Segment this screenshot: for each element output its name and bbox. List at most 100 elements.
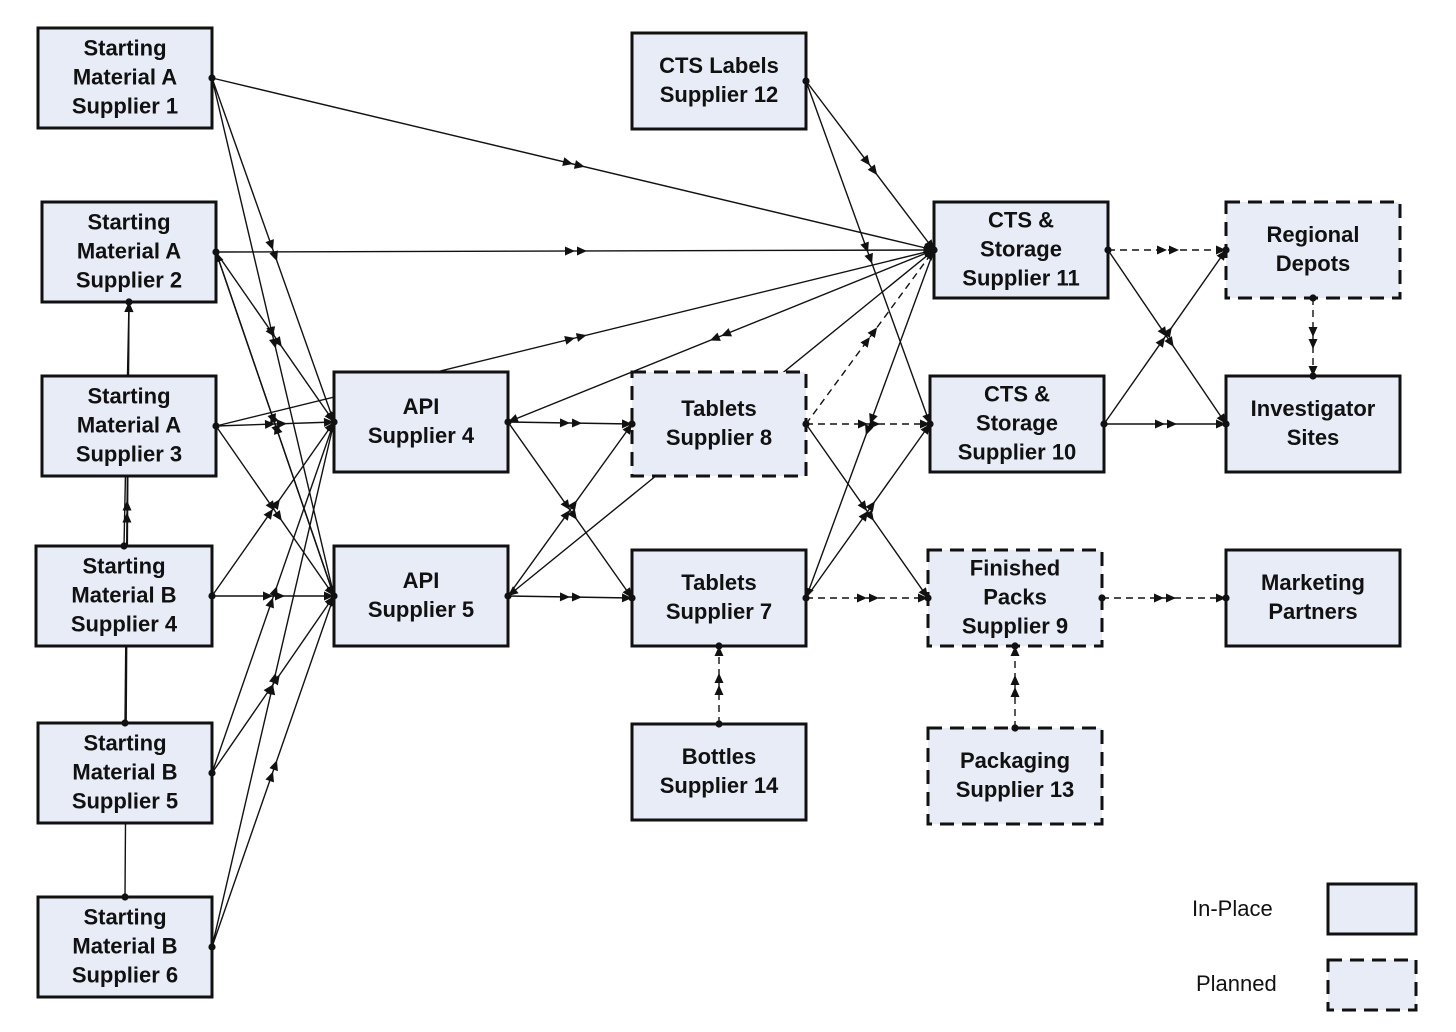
edge-end-arrow-20 xyxy=(621,593,632,603)
edge-end-arrow-24 xyxy=(508,586,519,596)
edge-mid-arrow-7 xyxy=(264,419,275,429)
node-label-line: Supplier 6 xyxy=(72,963,178,988)
connector-dot xyxy=(802,77,810,85)
node-label-line: Starting xyxy=(87,384,170,409)
connector-dot xyxy=(212,422,220,430)
node-label-line: Supplier 10 xyxy=(958,440,1077,465)
node-label-line: Finished xyxy=(970,556,1060,581)
connector-dot xyxy=(121,893,129,901)
edge-mid-arrow-40 xyxy=(1010,687,1020,697)
edge-mid-arrow-b-40 xyxy=(1010,675,1020,685)
legend-in-place-swatch xyxy=(1326,882,1418,936)
node-box xyxy=(36,26,214,130)
edge-mid-arrow-22 xyxy=(273,424,283,435)
edge-mid-arrow-9 xyxy=(263,509,273,520)
edge-mid-arrow-34 xyxy=(1157,245,1167,255)
node-label-line: Supplier 5 xyxy=(72,789,178,814)
node-label-line: Supplier 14 xyxy=(660,773,779,798)
connector-dot xyxy=(1222,420,1230,428)
edge-mid-arrow-b-16 xyxy=(269,760,278,772)
edge-mid-arrow-26 xyxy=(860,241,869,253)
edge-end-arrow-39 xyxy=(1216,593,1226,603)
node-label-line: Starting xyxy=(82,554,165,579)
node-label-line: Material A xyxy=(77,413,181,438)
node-box xyxy=(630,370,808,478)
connector-dot xyxy=(121,719,129,727)
edge-mid-arrow-b-22 xyxy=(270,412,279,424)
edge-mid-arrow-31 xyxy=(858,511,868,522)
node-label-line: Material B xyxy=(72,760,177,785)
node-label-line: Regional xyxy=(1267,222,1360,247)
edge-mid-arrow-b-12 xyxy=(269,586,278,598)
edge-mid-arrow-23 xyxy=(721,328,732,337)
node-label-line: CTS & xyxy=(984,382,1050,407)
node-label-line: Starting xyxy=(87,210,170,235)
connector-dot xyxy=(628,420,636,428)
node-label-line: Bottles xyxy=(682,744,757,769)
edge-mid-arrow-12 xyxy=(265,597,274,609)
edge-end-arrow-18 xyxy=(621,419,632,429)
edge-mid-arrow-0 xyxy=(562,157,573,167)
connector-dot xyxy=(924,594,932,602)
connector-dot xyxy=(208,592,216,600)
node-box xyxy=(630,31,808,131)
edge-mid-arrow-b-3 xyxy=(576,246,587,256)
edge-mid-arrow-b-0 xyxy=(573,160,585,169)
node-box xyxy=(1224,548,1402,648)
edge-mid-arrow-36 xyxy=(1155,419,1165,429)
node-label-line: Supplier 8 xyxy=(666,425,772,450)
edge-mid-arrow-16 xyxy=(265,771,274,783)
edge-end-arrow-27 xyxy=(920,419,930,429)
edge-mid-arrow-b-9 xyxy=(270,499,280,510)
edge-mid-arrow-b-26 xyxy=(864,252,873,264)
edge-end-arrow-17 xyxy=(124,302,134,313)
node-label-line: Partners xyxy=(1268,599,1357,624)
node-box xyxy=(1224,374,1402,474)
node-label-line: Material A xyxy=(77,239,181,264)
legend-in-place-label: In-Place xyxy=(1192,896,1273,921)
node-label-line: Sites xyxy=(1287,425,1340,450)
node-box xyxy=(36,721,214,825)
connector-dot xyxy=(330,418,338,426)
connector-dot xyxy=(1011,642,1019,650)
edge-mid-arrow-b-39 xyxy=(1166,593,1176,603)
connector-dot xyxy=(1100,420,1108,428)
dots-layer xyxy=(120,74,1317,951)
node-box xyxy=(630,548,808,648)
edge-mid-arrow-b-18 xyxy=(571,418,582,428)
edge-mid-arrow-b-35 xyxy=(1164,336,1174,347)
connector-dot xyxy=(208,769,216,777)
node-label-line: Starting xyxy=(83,905,166,930)
node-label-line: Supplier 3 xyxy=(76,442,182,467)
edge-mid-arrow-30 xyxy=(857,593,867,603)
edge-end-arrow-30 xyxy=(918,593,928,603)
edge-mid-arrow-b-25 xyxy=(867,164,878,176)
edge-mid-arrow-27 xyxy=(858,419,868,429)
connector-dot xyxy=(1309,294,1317,302)
edge-mid-arrow-19 xyxy=(560,499,570,510)
node-label-line: Packaging xyxy=(960,748,1070,773)
node-label-line: Supplier 2 xyxy=(76,268,182,293)
node-box xyxy=(630,722,808,822)
connector-dot xyxy=(504,418,512,426)
edge-mid-arrow-b-33 xyxy=(714,673,724,683)
node-label-line: CTS & xyxy=(988,208,1054,233)
edge-end-arrow-40 xyxy=(1010,646,1020,656)
node-label-line: API xyxy=(403,568,440,593)
connector-dot xyxy=(715,720,723,728)
connector-dot xyxy=(802,420,810,428)
edge-mid-arrow-33 xyxy=(714,685,724,695)
connector-dot xyxy=(926,420,934,428)
node-label-line: Tablets xyxy=(681,396,756,421)
node-label-line: Material B xyxy=(72,934,177,959)
node-label-line: Material A xyxy=(73,65,177,90)
